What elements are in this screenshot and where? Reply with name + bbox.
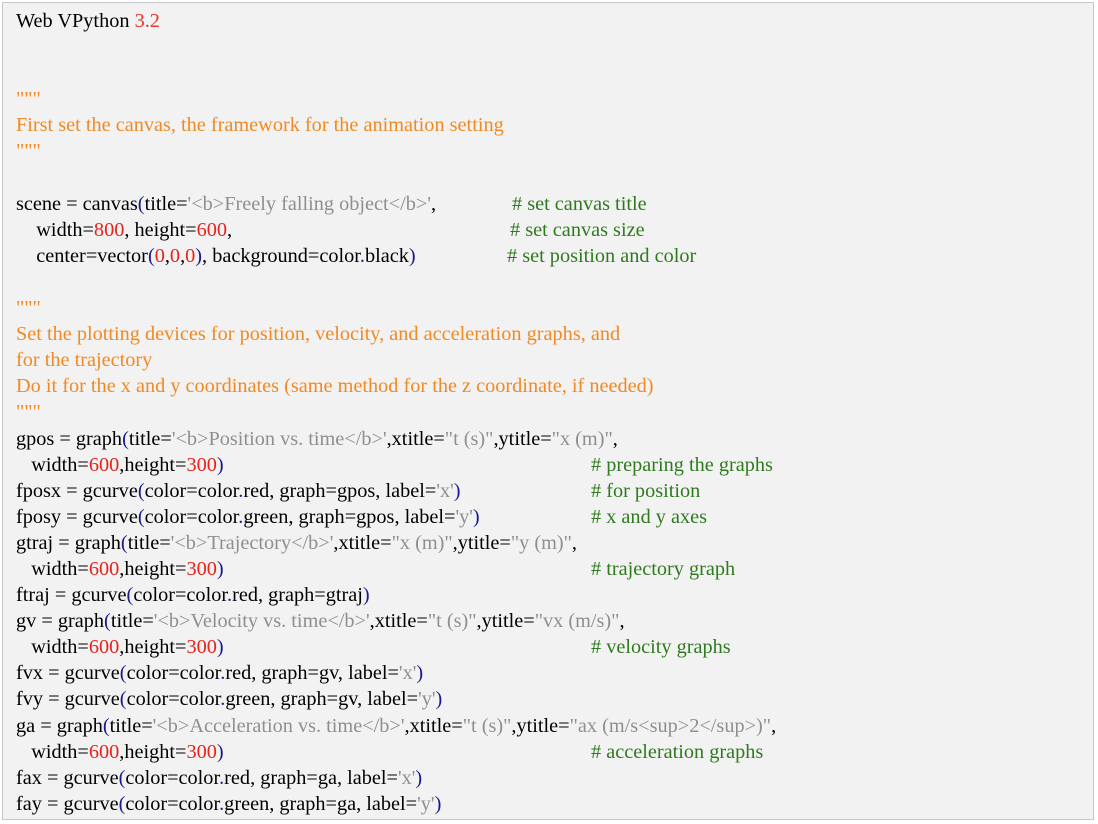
code-line-fvy: fvy = gcurve(color=color.green, graph=gv…	[16, 688, 443, 711]
docstring-quote: """	[16, 297, 41, 320]
docstring-plot-3: Do it for the x and y coordinates (same …	[16, 375, 654, 398]
code-line-ga-size: width=600,height=300)# acceleration grap…	[16, 739, 1093, 765]
code-line-fposx: fposx = gcurve(color=color.red, graph=gp…	[16, 478, 1093, 504]
comment-traj: # trajectory graph	[591, 557, 736, 580]
code-line-ga: ga = graph(title='<b>Acceleration vs. ti…	[16, 714, 777, 737]
comment-prep: # preparing the graphs	[591, 453, 773, 476]
code-line-gv-size: width=600,height=300)# velocity graphs	[16, 634, 1093, 660]
version-number: 3.2	[134, 10, 160, 32]
docstring-plot-2: for the trajectory	[16, 349, 153, 372]
blank-line	[16, 34, 1093, 60]
code-line-gpos: gpos = graph(title='<b>Position vs. time…	[16, 427, 618, 450]
product-name: Web VPython	[16, 10, 130, 32]
comment-vel: # velocity graphs	[591, 636, 731, 659]
code-line-fvx: fvx = gcurve(color=color.red, graph=gv, …	[16, 662, 424, 685]
docstring-quote: """	[16, 140, 41, 163]
code-line-gtraj: gtraj = graph(title='<b>Trajectory</b>',…	[16, 531, 577, 554]
code-listing: Web VPython 3.2 """ First set the canvas…	[16, 8, 1093, 817]
comment-canvas-title: # set canvas title	[512, 192, 647, 215]
code-line-ftraj: ftraj = gcurve(color=color.red, graph=gt…	[16, 584, 370, 607]
blank-line	[16, 165, 1093, 191]
docstring-quote: """	[16, 88, 41, 111]
code-line-scene: scene = canvas(title='<b>Freely falling …	[16, 191, 1093, 217]
code-line-gv: gv = graph(title='<b>Velocity vs. time</…	[16, 610, 625, 633]
header-line: Web VPython 3.2	[16, 8, 1093, 34]
code-line-fposy: fposy = gcurve(color=color.green, graph=…	[16, 504, 1093, 530]
code-line-fax: fax = gcurve(color=color.red, graph=ga, …	[16, 766, 423, 789]
docstring-quote: """	[16, 401, 41, 424]
comment-xy-axes: # x and y axes	[591, 505, 708, 528]
comment-for-pos: # for position	[591, 479, 701, 502]
blank-line	[16, 60, 1093, 86]
code-line-gpos-size: width=600,height=300)# preparing the gra…	[16, 452, 1093, 478]
comment-canvas-size: # set canvas size	[510, 218, 645, 241]
comment-canvas-pos: # set position and color	[507, 244, 697, 267]
code-line-canvas-size: width=800, height=600,# set canvas size	[16, 217, 1093, 243]
blank-line	[16, 269, 1093, 295]
code-line-canvas-center: center=vector(0,0,0), background=color.b…	[16, 243, 1093, 269]
comment-acc: # acceleration graphs	[591, 740, 764, 763]
docstring-canvas: First set the canvas, the framework for …	[16, 114, 504, 137]
code-line-fay: fay = gcurve(color=color.green, graph=ga…	[16, 792, 442, 815]
code-line-gtraj-size: width=600,height=300)# trajectory graph	[16, 556, 1093, 582]
scene-title-string: '<b>Freely falling object</b>'	[187, 192, 431, 215]
docstring-plot-1: Set the plotting devices for position, v…	[16, 323, 621, 346]
